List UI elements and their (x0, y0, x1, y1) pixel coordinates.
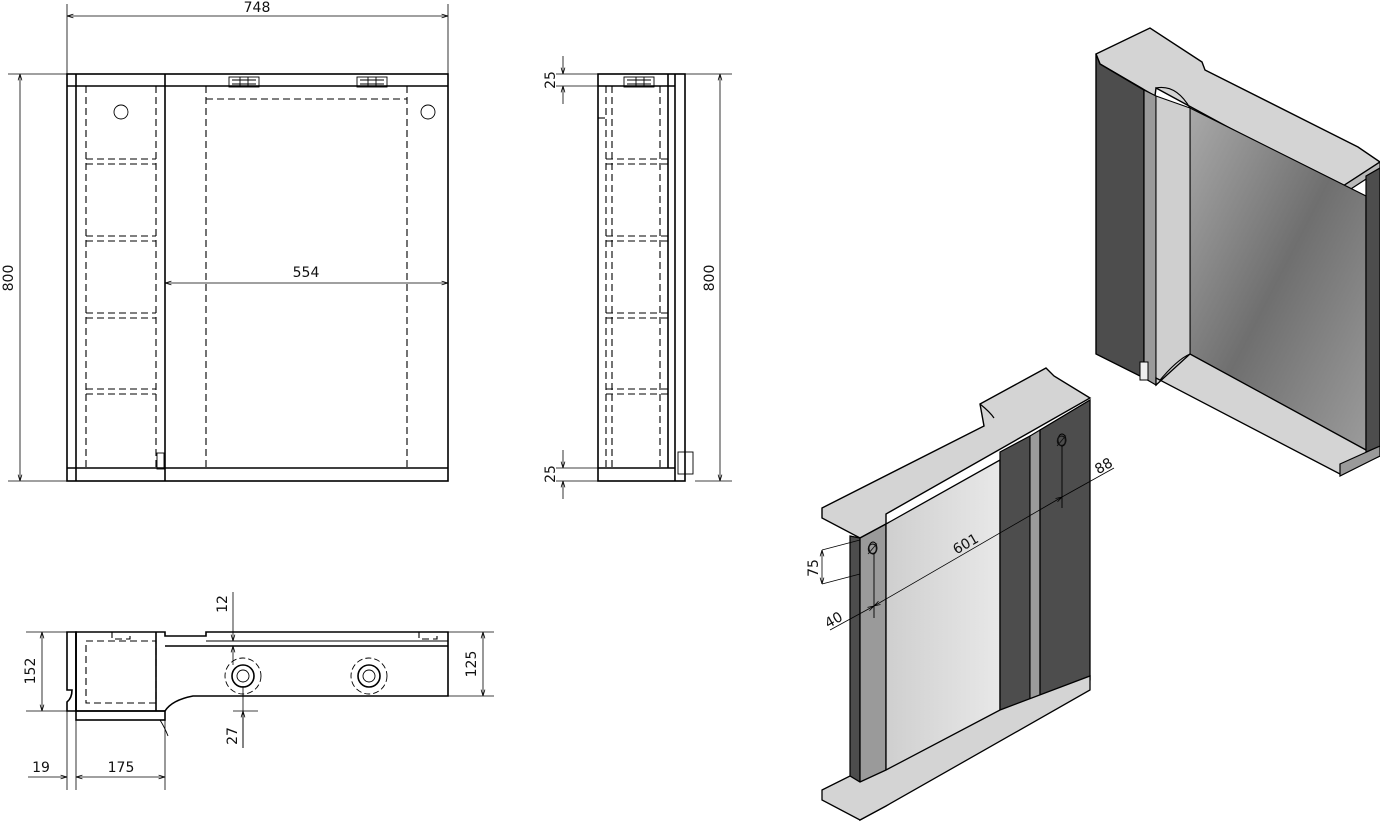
dim-152: 152 (23, 658, 39, 685)
dim-800-front: 800 (1, 265, 17, 292)
dim-748: 748 (244, 0, 271, 16)
dim-800-side: 800 (702, 265, 718, 292)
dim-125: 125 (464, 651, 480, 678)
iso-view-back (1095, 27, 1380, 477)
dim-40: 40 (822, 609, 845, 632)
front-view: 748 800 554 (1, 0, 449, 482)
hole-symbol-left: Ø (867, 542, 878, 558)
hole-symbol-right: Ø (1056, 434, 1067, 450)
side-switch (677, 451, 694, 475)
dim-19: 19 (32, 760, 50, 776)
dim-175: 175 (108, 760, 135, 776)
iso-view-front: Ø Ø 75 40 601 88 (806, 367, 1116, 822)
dim-554: 554 (293, 265, 320, 281)
dim-88: 88 (1092, 455, 1115, 478)
side-light-fixture (623, 76, 655, 88)
light-fixture-left (228, 76, 260, 88)
dim-25-top: 25 (543, 71, 559, 89)
front-shelves (86, 158, 156, 395)
dim-25-bottom: 25 (543, 465, 559, 483)
side-shelves (606, 158, 668, 395)
top-view: 152 125 12 27 19 175 (23, 592, 494, 790)
dim-75: 75 (806, 559, 822, 577)
socket-right (350, 657, 388, 695)
light-fixture-right (356, 76, 388, 88)
switch (156, 452, 165, 470)
dim-27: 27 (225, 727, 241, 745)
mount-hole-right (420, 104, 436, 120)
dim-12: 12 (215, 595, 231, 613)
side-view: 25 25 800 (543, 56, 732, 499)
mount-hole-left (113, 104, 129, 120)
